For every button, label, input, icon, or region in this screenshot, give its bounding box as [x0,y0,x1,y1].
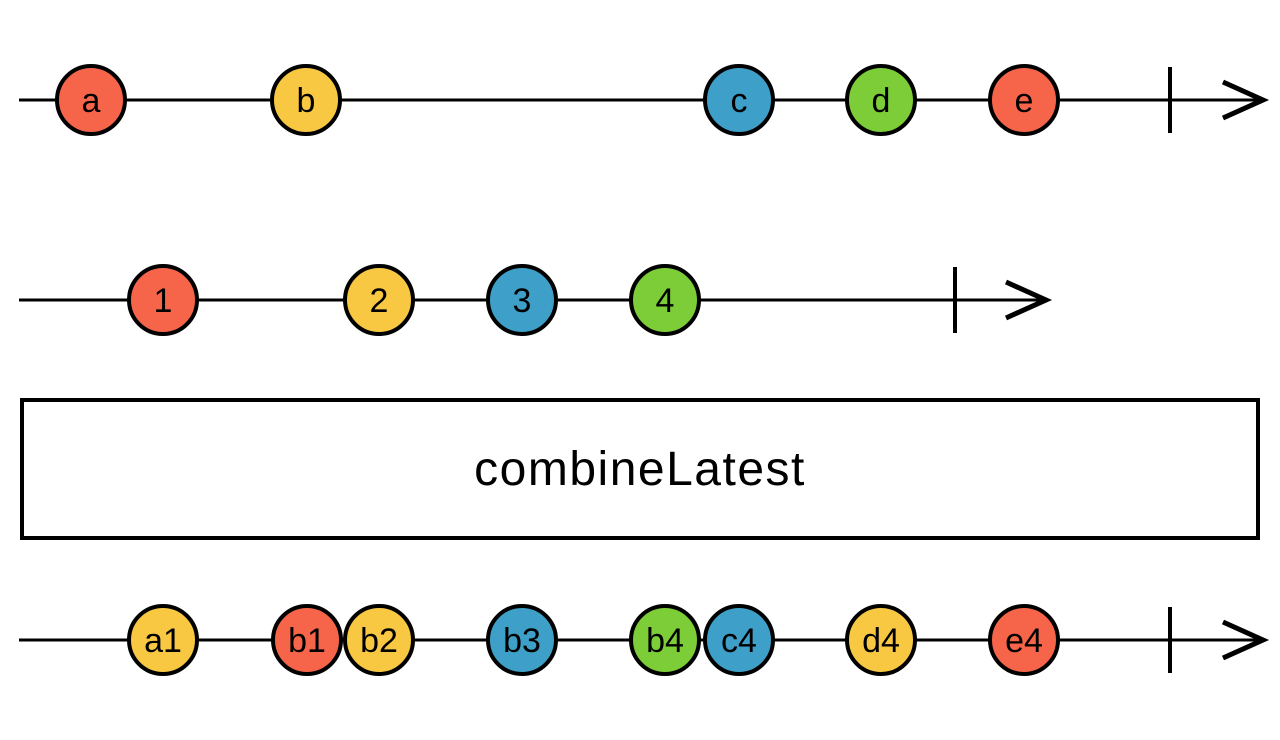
marble-2[interactable]: 2 [343,264,415,336]
marble-b2: b2 [343,604,415,676]
marble-label: d4 [862,622,900,660]
marble-b4: b4 [629,604,701,676]
marble-label: 2 [370,282,389,320]
marble-label: b2 [360,622,398,660]
output-stream: a1 b1 b2 b3 b4 c4 d4 e4 [19,604,1270,676]
source-stream-1: a b c d e [19,64,1270,136]
marble-circle [486,264,558,336]
marble-label: b1 [288,622,326,660]
marble-e4: e4 [988,604,1060,676]
marble-circle [988,604,1060,676]
operator-box: combineLatest [20,398,1260,540]
marble-1[interactable]: 1 [127,264,199,336]
marble-circle [629,264,701,336]
marble-circle [988,64,1060,136]
marble-circle [703,64,775,136]
marble-label: d [872,82,891,120]
marble-circle [703,604,775,676]
arrow-head-icon [1221,79,1270,121]
marble-b3: b3 [486,604,558,676]
marble-label: a1 [144,622,182,660]
marble-c4: c4 [703,604,775,676]
marble-b1: b1 [271,604,343,676]
marble-circle [343,264,415,336]
marble-label: b [297,82,316,120]
marble-a1: a1 [127,604,199,676]
marble-b[interactable]: b [270,64,342,136]
marble-label: b3 [503,622,541,660]
marble-circle [55,64,127,136]
marble-label: 3 [513,282,532,320]
marble-circle [845,604,917,676]
operator-label: combineLatest [474,442,806,496]
marble-label: b4 [646,622,684,660]
marble-3[interactable]: 3 [486,264,558,336]
source-stream-2: 1 2 3 4 [19,264,1053,336]
marble-circle [343,604,415,676]
marble-label: 4 [656,282,675,320]
marble-label: e4 [1005,622,1043,660]
marble-4[interactable]: 4 [629,264,701,336]
marble-a[interactable]: a [55,64,127,136]
marble-circle [127,264,199,336]
marble-label: c4 [721,622,757,660]
marble-e[interactable]: e [988,64,1060,136]
marble-d4: d4 [845,604,917,676]
marble-circle [486,604,558,676]
marble-circle [127,604,199,676]
marble-circle [629,604,701,676]
marble-d[interactable]: d [845,64,917,136]
marble-label: a [82,82,101,120]
marble-label: c [731,82,748,120]
marble-circle [271,604,343,676]
marble-circle [270,64,342,136]
marble-label: e [1015,82,1034,120]
arrow-head-icon [1221,619,1270,661]
arrow-head-icon [1004,279,1053,321]
marble-circle [845,64,917,136]
marble-c[interactable]: c [703,64,775,136]
marble-label: 1 [154,282,173,320]
